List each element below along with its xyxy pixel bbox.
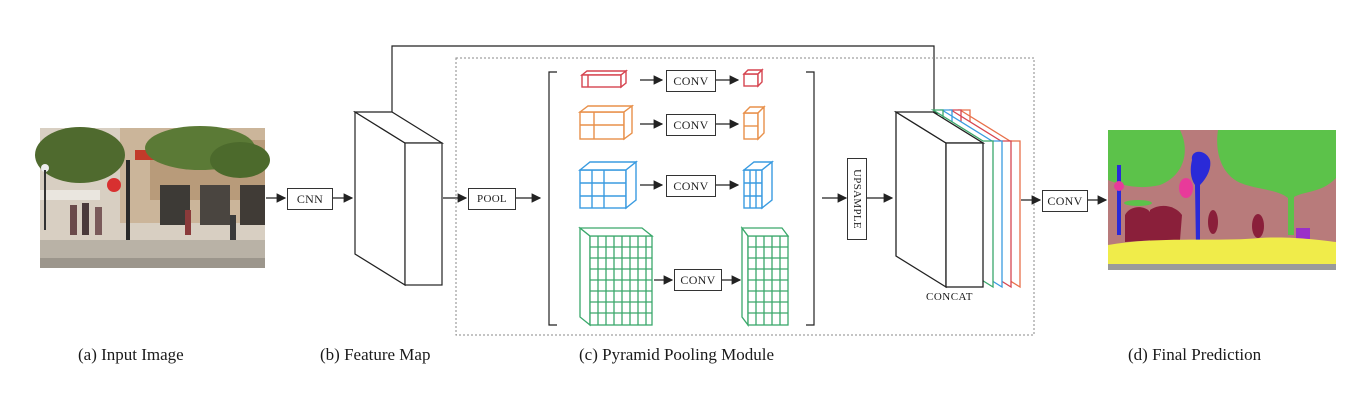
conv-box-branch-3: CONV xyxy=(666,175,716,197)
final-conv-box: CONV xyxy=(1042,190,1088,212)
feature-map-block xyxy=(352,110,445,287)
upsample-box: UPSAMPLE xyxy=(847,158,867,240)
conv-box-branch-2: CONV xyxy=(666,114,716,136)
branch-2-output xyxy=(742,105,766,141)
branch-3-blue xyxy=(578,160,638,210)
branch-4-green xyxy=(578,226,654,327)
conv-box-branch-4: CONV xyxy=(674,269,722,291)
branch-2-orange xyxy=(577,104,635,141)
input-image xyxy=(35,126,270,268)
concat-stack xyxy=(893,109,1021,289)
caption-feature-map: (b) Feature Map xyxy=(320,345,431,364)
skip-connection xyxy=(391,45,939,122)
branch-3-output xyxy=(742,160,774,210)
branch-1-red xyxy=(580,69,628,89)
conv-box-branch-1: CONV xyxy=(666,70,716,92)
branch-1-output xyxy=(742,68,764,88)
final-prediction-image xyxy=(1108,130,1336,270)
pool-box: POOL xyxy=(468,188,516,210)
upsample-label: UPSAMPLE xyxy=(851,169,863,229)
caption-final-prediction: (d) Final Prediction xyxy=(1128,345,1262,364)
right-bracket xyxy=(806,71,815,326)
branch-4-output xyxy=(740,226,790,327)
caption-input-image: (a) Input Image xyxy=(78,345,184,364)
concat-label: CONCAT xyxy=(926,291,974,303)
caption-ppm: (c) Pyramid Pooling Module xyxy=(579,345,775,364)
left-bracket xyxy=(548,71,557,326)
cnn-box: CNN xyxy=(287,188,333,210)
